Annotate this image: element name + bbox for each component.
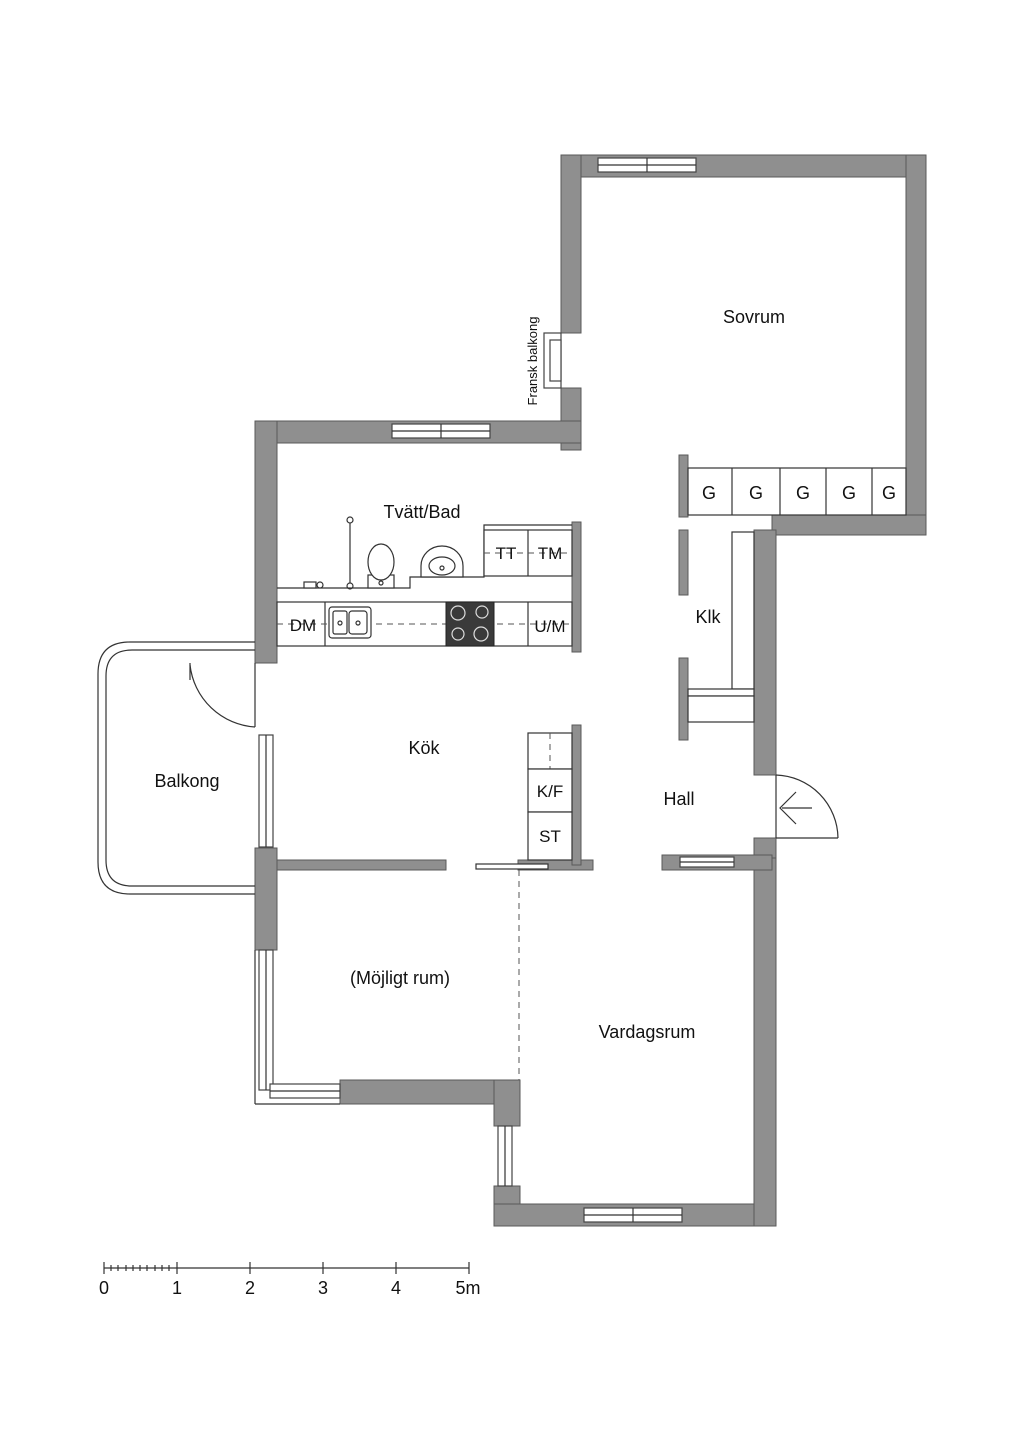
kitchen-counter: DM U/M bbox=[276, 601, 573, 647]
scale-tick-label: 3 bbox=[318, 1278, 328, 1298]
window-living-left bbox=[497, 1125, 513, 1187]
wardrobe-label: G bbox=[749, 483, 763, 503]
doors bbox=[189, 663, 839, 870]
sink-icon bbox=[420, 545, 464, 578]
kitchen-tall-units: K/F ST bbox=[527, 732, 573, 861]
fridge-freezer-label: K/F bbox=[537, 782, 563, 801]
room-label-tvatt-bad: Tvätt/Bad bbox=[383, 502, 460, 522]
washing-machine-label: TM bbox=[538, 544, 563, 563]
room-label-balkong: Balkong bbox=[154, 771, 219, 791]
wardrobe-label: G bbox=[842, 483, 856, 503]
windows bbox=[254, 157, 735, 1223]
balcony bbox=[97, 641, 255, 895]
window-hall bbox=[679, 856, 735, 868]
room-label-vardagsrum: Vardagsrum bbox=[599, 1022, 696, 1042]
oven-microwave-label: U/M bbox=[534, 617, 565, 636]
window-living-bottom bbox=[583, 1207, 683, 1223]
wardrobe-label: G bbox=[882, 483, 896, 503]
walls bbox=[254, 154, 927, 1227]
wardrobe-label: G bbox=[796, 483, 810, 503]
scale-tick-label: 0 bbox=[99, 1278, 109, 1298]
room-label-sovrum: Sovrum bbox=[723, 307, 785, 327]
closet bbox=[687, 531, 755, 723]
window-kitchen-left bbox=[258, 734, 274, 848]
dishwasher-label: DM bbox=[290, 616, 316, 635]
window-bath-top bbox=[391, 423, 491, 439]
wardrobes: G G G G G bbox=[687, 467, 907, 516]
room-label-mojligt-rum: (Möjligt rum) bbox=[350, 968, 450, 988]
window-mojligt-left bbox=[254, 949, 341, 1105]
french-balcony bbox=[543, 332, 562, 389]
tap-icon bbox=[303, 581, 324, 589]
kitchen-sink-icon bbox=[328, 606, 372, 639]
room-labels: Sovrum Fransk balkong Tvätt/Bad Klk Kök … bbox=[154, 307, 785, 1042]
room-label-kok: Kök bbox=[408, 738, 440, 758]
balcony-door bbox=[189, 663, 256, 728]
window-bedroom-top bbox=[597, 157, 697, 173]
scale-tick-label: 4 bbox=[391, 1278, 401, 1298]
storage-label: ST bbox=[539, 827, 561, 846]
scale-bar: 0 1 2 3 4 5m bbox=[99, 1262, 481, 1298]
scale-tick-label: 2 bbox=[245, 1278, 255, 1298]
sliding-door bbox=[475, 863, 549, 870]
bathroom-fixtures: TT TM bbox=[277, 516, 573, 590]
tumble-dryer-label: TT bbox=[496, 544, 517, 563]
entrance-door bbox=[775, 774, 839, 839]
scale-tick-label: 5m bbox=[455, 1278, 480, 1298]
stove-icon bbox=[445, 601, 495, 647]
shower-head-icon bbox=[346, 516, 354, 524]
entry-arrow-icon bbox=[779, 791, 812, 825]
wardrobe-label: G bbox=[702, 483, 716, 503]
room-label-hall: Hall bbox=[663, 789, 694, 809]
toilet-icon bbox=[367, 543, 395, 589]
room-label-fransk-balkong: Fransk balkong bbox=[525, 317, 540, 406]
scale-tick-label: 1 bbox=[172, 1278, 182, 1298]
room-label-klk: Klk bbox=[695, 607, 721, 627]
